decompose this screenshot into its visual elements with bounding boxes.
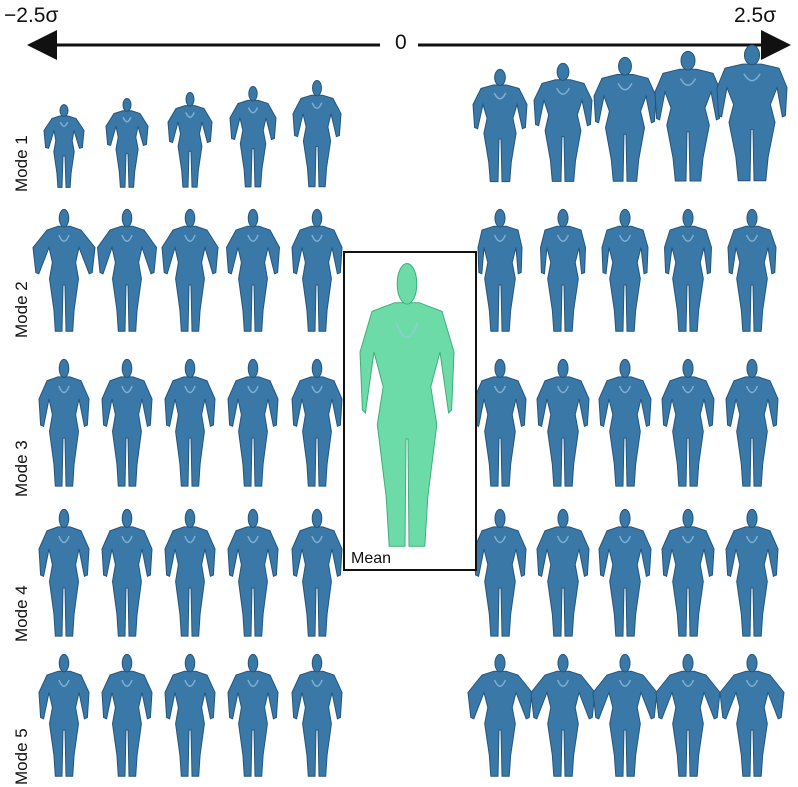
- left-body-mode4-1: [39, 509, 89, 636]
- left-body-mode3-3: [165, 359, 215, 486]
- left-body-mode5-4: [228, 654, 278, 776]
- left-body-mode4-4: [228, 509, 278, 636]
- right-body-mode3-5: [726, 359, 778, 486]
- right-body-mode2-4: [665, 209, 712, 331]
- left-body-mode1-5: [293, 80, 341, 186]
- right-body-mode4-5: [726, 509, 778, 636]
- left-body-mode3-2: [102, 359, 152, 486]
- right-body-mode3-3: [599, 359, 651, 486]
- left-body-mode5-5: [292, 654, 342, 776]
- right-body-mode3-2: [537, 359, 589, 486]
- right-body-mode1-5: [717, 45, 787, 180]
- left-body-mode2-5: [292, 209, 342, 331]
- right-body-mode5-5: [720, 654, 784, 776]
- right-body-mode5-1: [468, 654, 532, 776]
- right-body-mode4-1: [474, 509, 526, 636]
- left-body-mode3-5: [292, 359, 342, 486]
- left-body-mode1-3: [168, 93, 212, 188]
- right-body-mode2-2: [541, 209, 586, 331]
- right-body-mode5-4: [656, 654, 720, 776]
- right-body-mode2-5: [728, 209, 776, 331]
- right-body-mode2-1: [478, 209, 522, 331]
- right-body-mode1-1: [473, 69, 527, 181]
- left-body-mode4-2: [102, 509, 152, 636]
- left-body-mode3-1: [39, 359, 89, 486]
- right-body-mode1-4: [655, 51, 721, 181]
- right-body-mode1-2: [534, 63, 592, 181]
- mean-shape-panel: Mean: [343, 251, 477, 571]
- left-body-mode1-2: [106, 99, 148, 188]
- left-body-mode1-1: [44, 105, 84, 188]
- left-body-mode3-4: [228, 359, 278, 486]
- right-body-mode5-2: [531, 654, 595, 776]
- left-body-mode2-2: [98, 209, 157, 331]
- right-body-mode5-3: [593, 654, 657, 776]
- left-body-mode2-3: [162, 209, 218, 331]
- left-body-mode1-4: [230, 86, 276, 186]
- left-body-mode4-3: [165, 509, 215, 636]
- right-body-mode3-4: [662, 359, 714, 486]
- right-body-mode4-4: [662, 509, 714, 636]
- left-body-mode4-5: [292, 509, 342, 636]
- right-body-mode4-2: [537, 509, 589, 636]
- right-body-mode4-3: [599, 509, 651, 636]
- left-body-mode2-1: [33, 209, 95, 331]
- left-body-mode2-4: [227, 209, 280, 331]
- right-body-mode2-3: [602, 209, 648, 331]
- left-body-mode5-3: [165, 654, 215, 776]
- mean-body-figure: [345, 253, 475, 569]
- right-body-mode1-3: [594, 57, 656, 181]
- mean-body: [360, 264, 454, 547]
- right-body-mode3-1: [474, 359, 526, 486]
- mean-label: Mean: [351, 550, 391, 568]
- left-body-mode5-2: [102, 654, 152, 776]
- left-body-mode5-1: [39, 654, 89, 776]
